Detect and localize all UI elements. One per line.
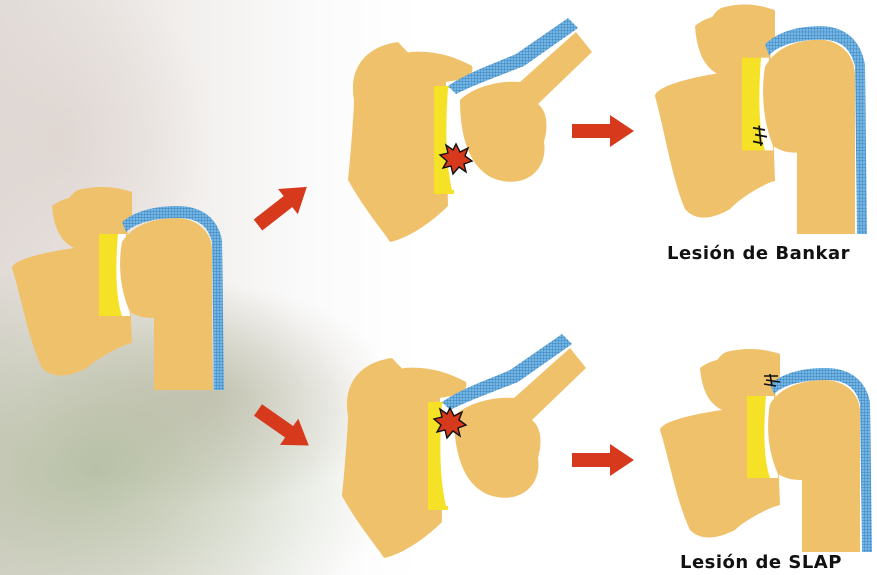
right-arrow-icon xyxy=(249,397,318,459)
shoulder-normal-center xyxy=(12,187,224,390)
shoulder-slap-result xyxy=(660,349,872,552)
shoulder-mechanism-bottom xyxy=(342,334,586,558)
right-arrow-icon xyxy=(248,174,317,237)
shoulder-mechanism-top xyxy=(348,18,592,242)
right-arrow-icon xyxy=(572,115,634,147)
right-arrow-icon xyxy=(572,444,634,476)
slap-lesion-caption: Lesión de SLAP xyxy=(680,552,842,573)
bankart-lesion-caption: Lesión de Bankar xyxy=(667,243,850,264)
shoulder-bankart-result xyxy=(655,5,867,234)
